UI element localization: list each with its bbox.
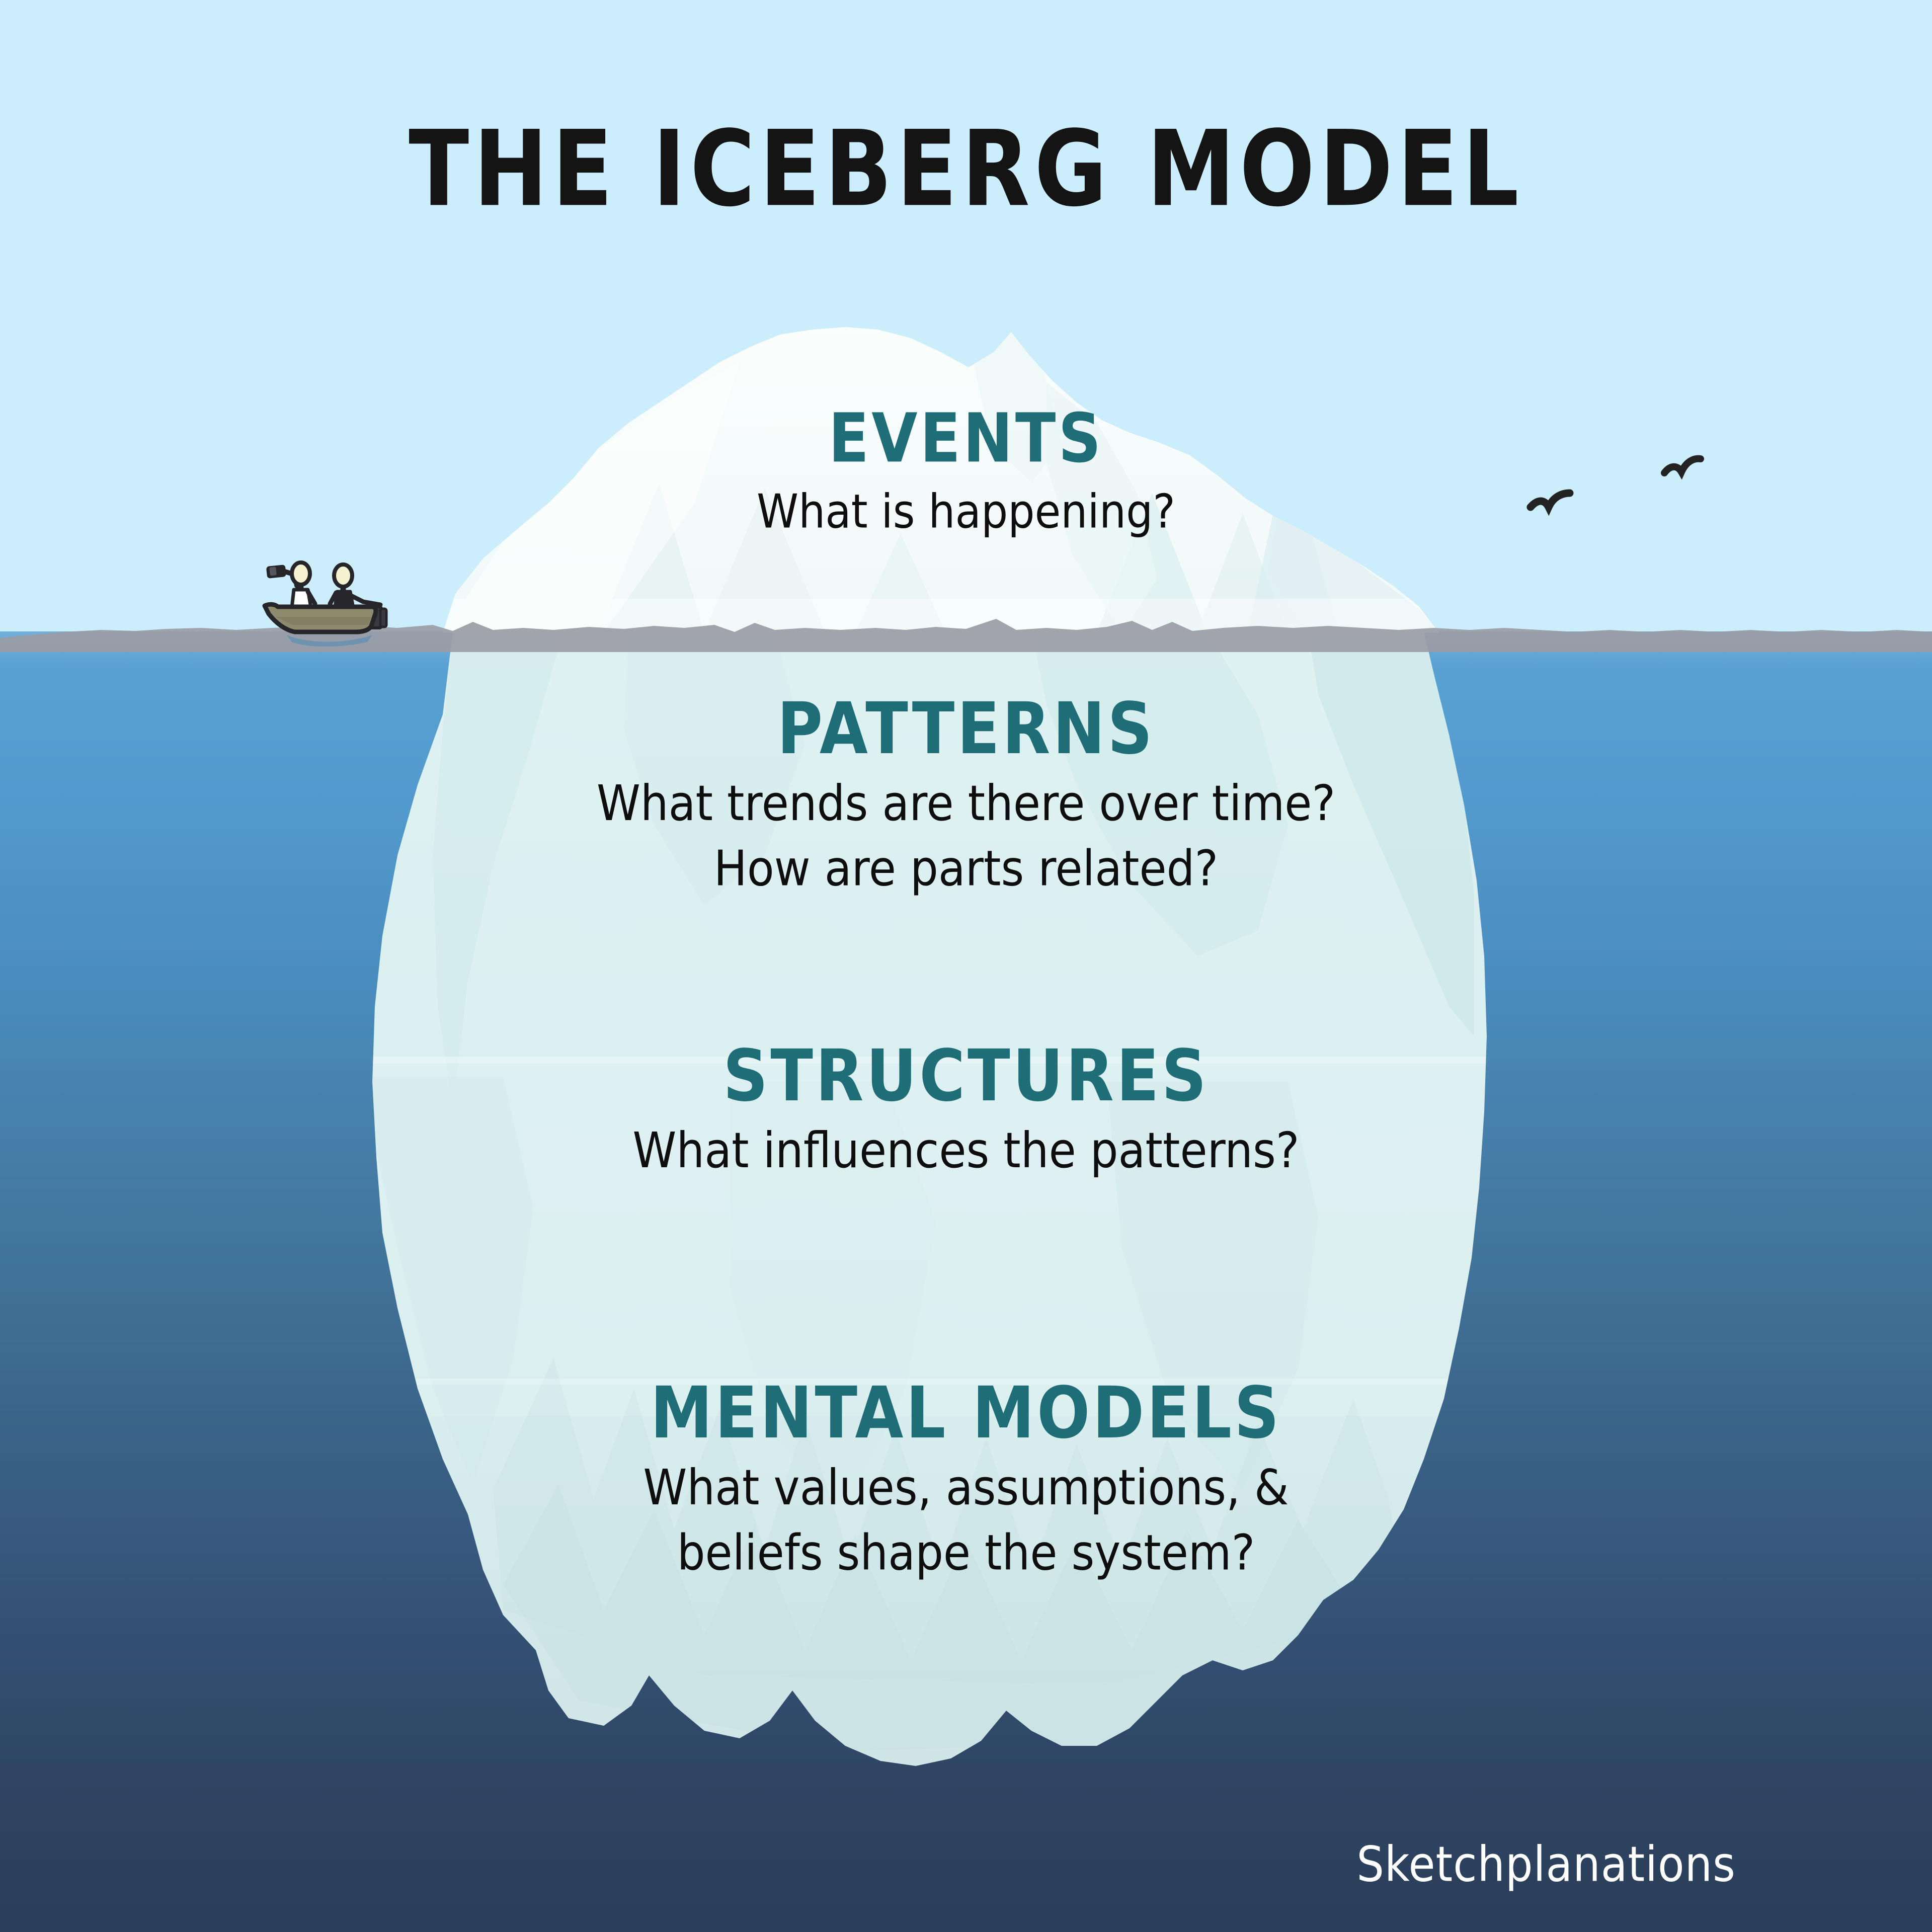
layer-structures: STRUCTURES What influences the patterns? (0, 1035, 1932, 1179)
layer-patterns-heading: PATTERNS (777, 688, 1155, 771)
layer-patterns-description: What trends are there over time? How are… (0, 771, 1932, 901)
bird-icon (1526, 489, 1574, 516)
layer-structures-description: What influences the patterns? (0, 1118, 1932, 1183)
layer-mental-models-line: What values, assumptions, & (643, 1459, 1289, 1516)
layer-patterns-line: How are parts related? (713, 840, 1219, 898)
layer-mental-models-description: What values, assumptions, & beliefs shap… (0, 1455, 1932, 1585)
layer-events-description: What is happening? (0, 480, 1932, 543)
person-at-motor-icon (328, 562, 383, 611)
layer-mental-models: MENTAL MODELS What values, assumptions, … (0, 1372, 1932, 1581)
observation-boat (262, 560, 388, 647)
boat-reflection (287, 635, 372, 647)
layer-events: EVENTS What is happening? (0, 398, 1932, 538)
waterline (0, 619, 1932, 652)
layer-structures-line: What influences the patterns? (632, 1122, 1300, 1179)
page-title: THE ICEBERG MODEL (409, 108, 1523, 230)
seagulls-group (1526, 455, 1704, 516)
layer-mental-models-heading: MENTAL MODELS (650, 1372, 1282, 1455)
bird-icon (1661, 455, 1704, 480)
layer-structures-heading: STRUCTURES (723, 1035, 1209, 1118)
layer-patterns-line: What trends are there over time? (596, 775, 1336, 832)
layer-events-line: What is happening? (757, 484, 1175, 539)
sketchplanations-signature: Sketchplanations (1356, 1836, 1736, 1893)
layer-events-heading: EVENTS (828, 398, 1104, 478)
iceberg-underwater-mass (372, 631, 1487, 1766)
boat-hull (262, 602, 378, 634)
layer-patterns: PATTERNS What trends are there over time… (0, 688, 1932, 897)
layer-mental-models-line: beliefs shape the system? (677, 1524, 1255, 1582)
